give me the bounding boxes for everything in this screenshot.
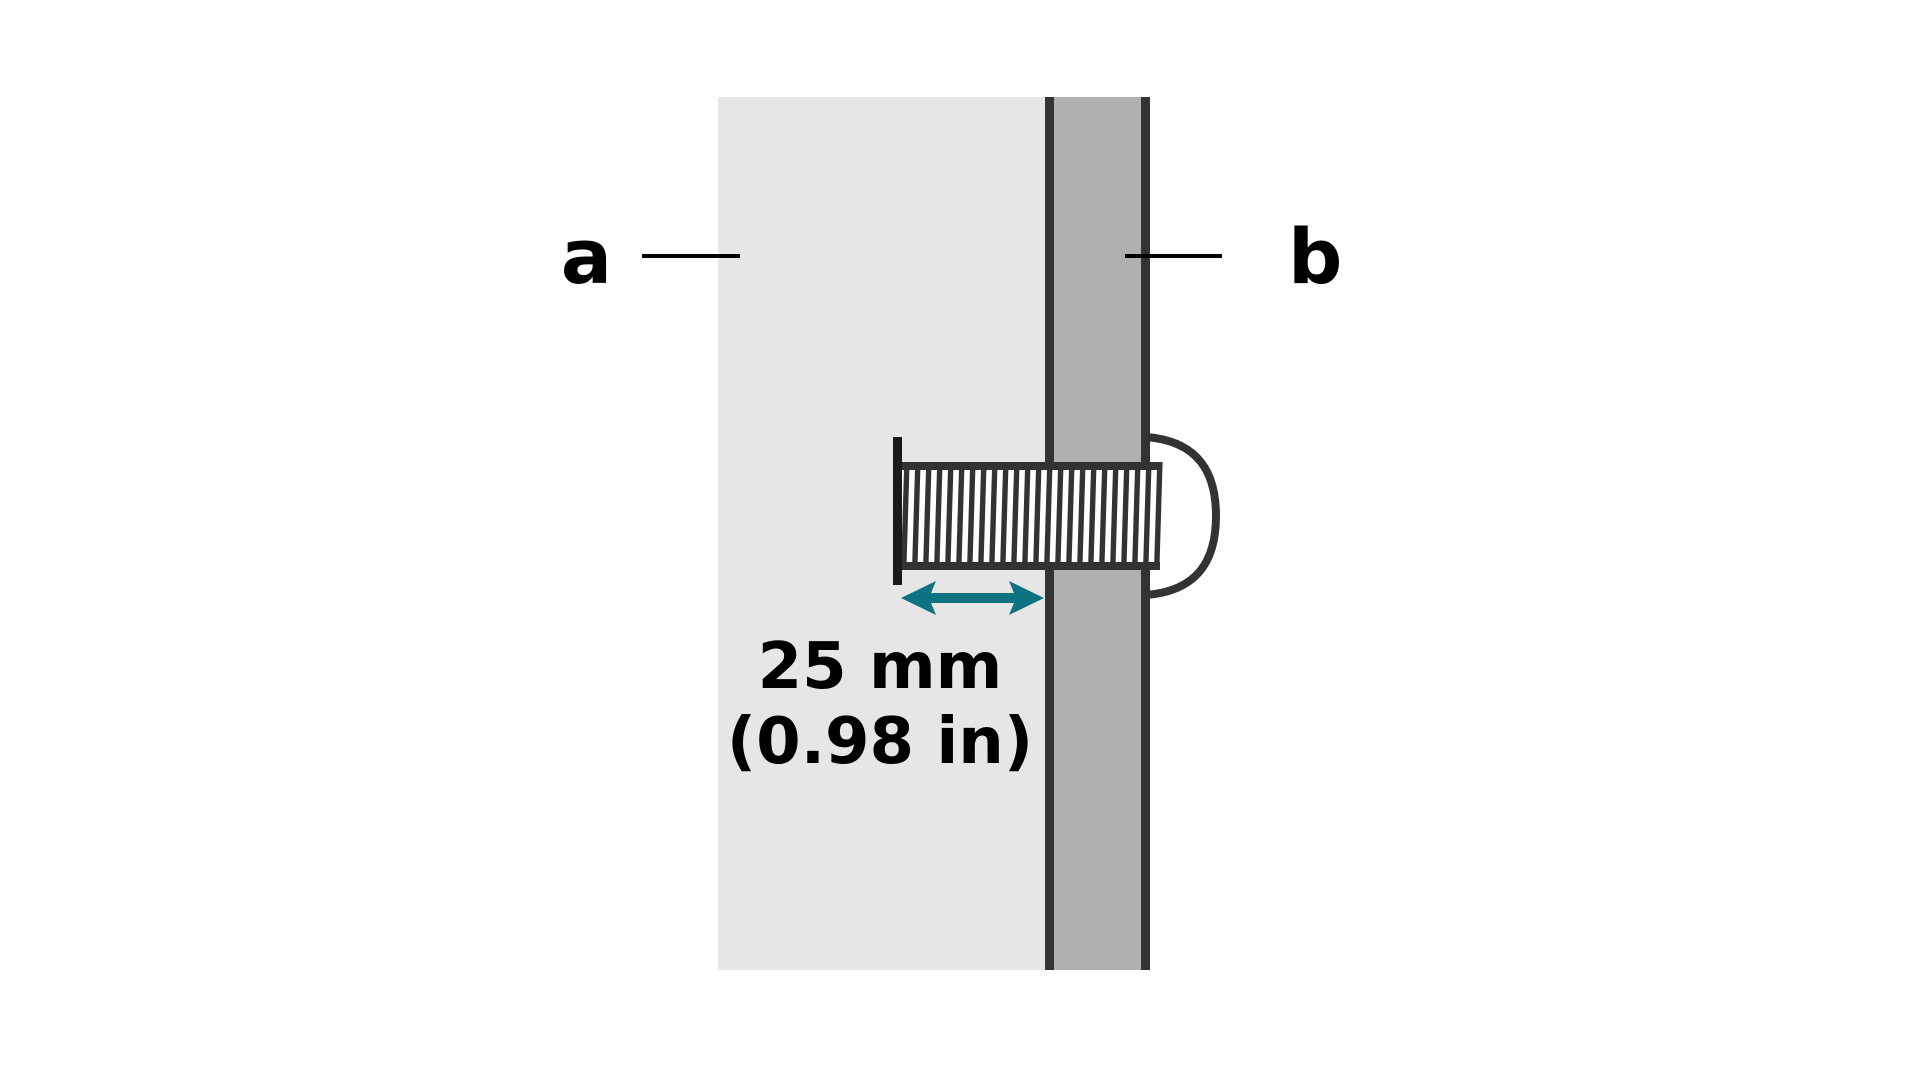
label-a: a <box>561 212 612 301</box>
embedment-dimension <box>901 581 1044 615</box>
dimension-value-imperial: (0.98 in) <box>727 705 1033 779</box>
screw-tip-plate <box>893 437 902 585</box>
label-b: b <box>1288 212 1342 301</box>
screw-fastener <box>893 433 1220 599</box>
dimension-label: 25 mm (0.98 in) <box>727 630 1033 779</box>
screw-head <box>1142 433 1220 599</box>
thread-bottom-rail <box>897 562 1160 570</box>
callout-a: a <box>561 212 740 301</box>
callout-b: b <box>1125 212 1342 301</box>
dimension-arrow-shaft <box>918 593 1028 603</box>
thread-top-rail <box>897 462 1160 470</box>
dimension-arrowhead-right <box>1009 581 1044 615</box>
dimension-value-metric: 25 mm <box>758 630 1003 704</box>
dimension-arrowhead-left <box>901 581 936 615</box>
